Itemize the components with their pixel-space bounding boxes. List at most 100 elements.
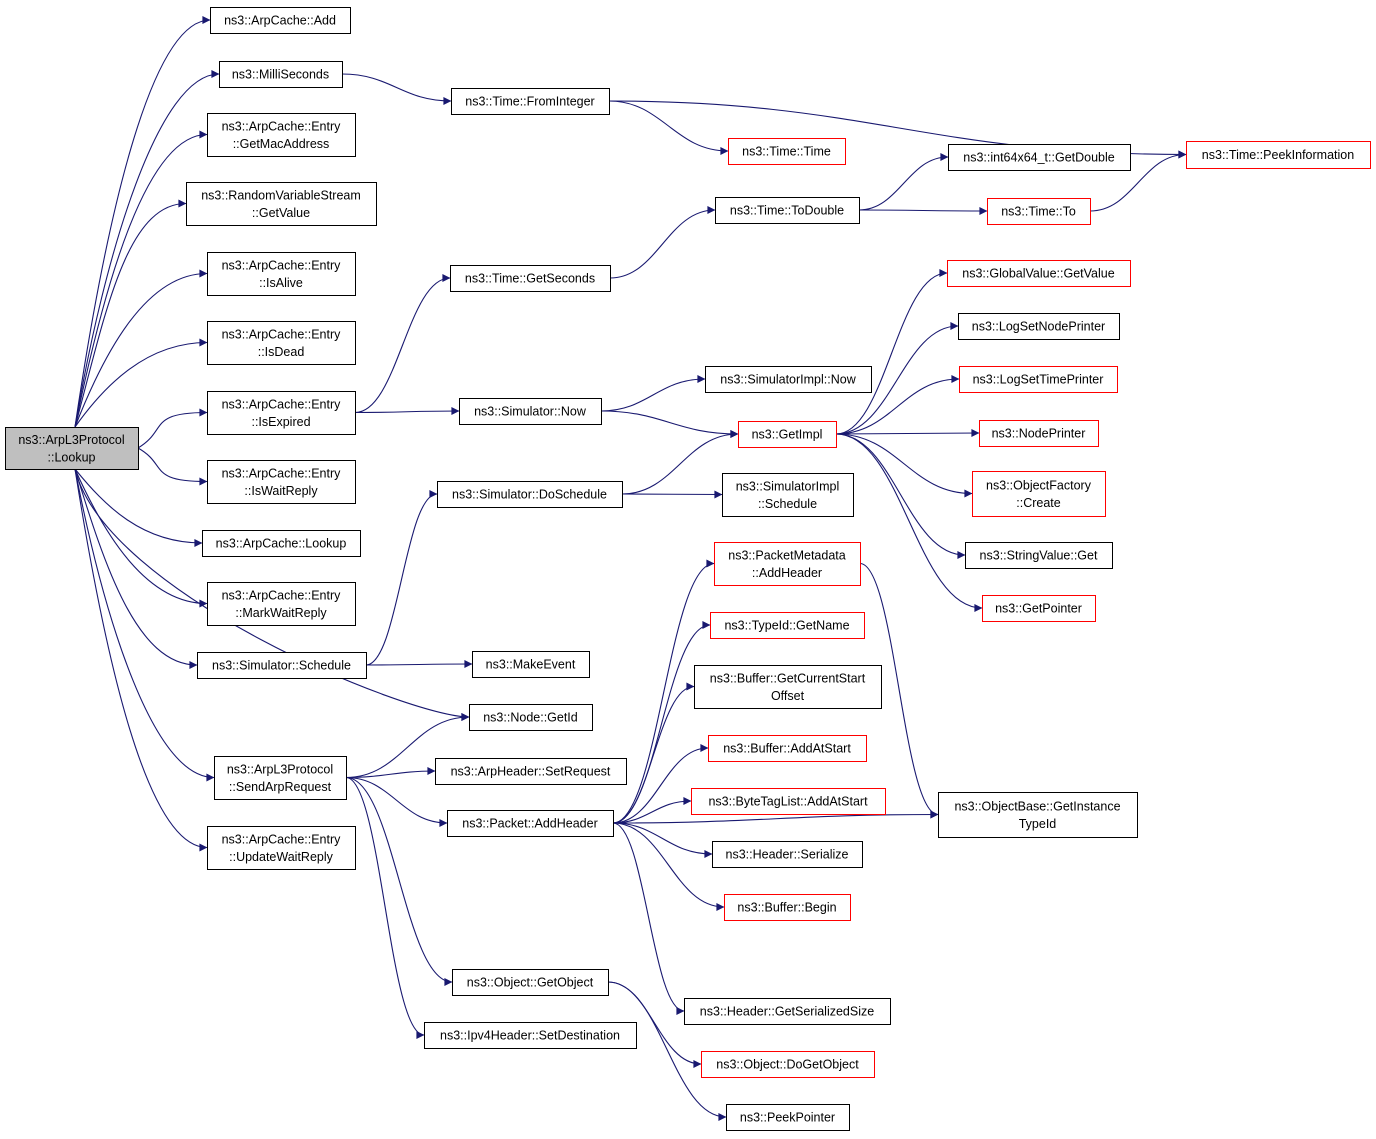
edge-packet-addheader-to-buffer-begin (612, 822, 725, 911)
edge-root-to-arpcache-lookup (74, 468, 203, 547)
node-sendarprequest[interactable]: ns3::ArpL3Protocol::SendArpRequest (214, 756, 347, 800)
node-isdead[interactable]: ns3::ArpCache::Entry::IsDead (207, 321, 356, 365)
node-label: ns3::ArpCache::Entry (222, 258, 342, 272)
node-label: ns3::Buffer::GetCurrentStart (710, 671, 866, 685)
node-arpcache-add[interactable]: ns3::ArpCache::Add (210, 7, 351, 34)
node-label: ns3::Buffer::AddAtStart (723, 742, 851, 756)
node-box (982, 595, 1096, 622)
node-sim-now[interactable]: ns3::Simulator::Now (459, 398, 602, 425)
node-label: ns3::MilliSeconds (232, 68, 329, 82)
node-root[interactable]: ns3::ArpL3Protocol::Lookup (5, 427, 139, 470)
node-globalvalue-getvalue[interactable]: ns3::GlobalValue::GetValue (947, 260, 1131, 287)
node-label: ::GetValue (252, 206, 310, 220)
node-sim-doschedule[interactable]: ns3::Simulator::DoSchedule (437, 481, 623, 508)
node-label: ns3::Buffer::Begin (737, 901, 836, 915)
node-arpheader-setrequest[interactable]: ns3::ArpHeader::SetRequest (435, 758, 627, 785)
node-label: ns3::NodePrinter (992, 427, 1086, 441)
node-box (207, 460, 356, 504)
node-iswaitreply[interactable]: ns3::ArpCache::Entry::IsWaitReply (207, 460, 356, 504)
edge-getimpl-to-objectfactory-create (835, 433, 973, 498)
node-object-dogetobject[interactable]: ns3::Object::DoGetObject (701, 1051, 875, 1078)
node-time-time[interactable]: ns3::Time::Time (728, 138, 846, 165)
node-label: ns3::ArpCache::Entry (222, 119, 342, 133)
node-label: ::UpdateWaitReply (229, 850, 333, 864)
node-buffer-addatstart[interactable]: ns3::Buffer::AddAtStart (708, 735, 867, 762)
edge-time-getseconds-to-time-todouble (609, 206, 716, 279)
node-updatewaitreply[interactable]: ns3::ArpCache::Entry::UpdateWaitReply (207, 826, 356, 870)
node-time-frominteger[interactable]: ns3::Time::FromInteger (451, 88, 610, 115)
node-box (472, 651, 590, 678)
node-box (435, 758, 627, 785)
node-time-todouble[interactable]: ns3::Time::ToDouble (715, 197, 860, 224)
node-time-peekinformation[interactable]: ns3::Time::PeekInformation (1186, 141, 1371, 169)
edge-root-to-markwaitreply (74, 468, 208, 608)
node-pm-addheader[interactable]: ns3::PacketMetadata::AddHeader (714, 542, 861, 586)
node-getpointer[interactable]: ns3::GetPointer (982, 595, 1096, 622)
node-label: ns3::int64x64_t::GetDouble (963, 151, 1115, 165)
node-box (938, 792, 1138, 838)
edge-root-to-iswaitreply (137, 447, 208, 486)
node-node-getid[interactable]: ns3::Node::GetId (469, 704, 593, 731)
node-label: ns3::Object::DoGetObject (716, 1058, 859, 1072)
node-time-getseconds[interactable]: ns3::Time::GetSeconds (450, 265, 611, 292)
edge-root-to-rvs-getvalue (74, 199, 187, 428)
node-simimpl-schedule[interactable]: ns3::SimulatorImpl::Schedule (722, 473, 854, 517)
node-makeevent[interactable]: ns3::MakeEvent (472, 651, 590, 678)
node-layer: ns3::ArpL3Protocol::Lookupns3::ArpCache:… (5, 7, 1371, 1131)
node-getmacaddress[interactable]: ns3::ArpCache::Entry::GetMacAddress (207, 113, 356, 157)
node-isexpired[interactable]: ns3::ArpCache::Entry::IsExpired (207, 391, 356, 435)
node-label: ns3::ByteTagList::AddAtStart (708, 795, 868, 809)
node-label: ns3::Header::GetSerializedSize (700, 1005, 874, 1019)
edge-sendarprequest-to-ipv4-setdestination (345, 776, 425, 1039)
node-time-to[interactable]: ns3::Time::To (987, 198, 1091, 225)
node-rvs-getvalue[interactable]: ns3::RandomVariableStream::GetValue (186, 182, 377, 226)
node-stringvalue-get[interactable]: ns3::StringValue::Get (965, 542, 1113, 569)
node-ipv4-setdestination[interactable]: ns3::Ipv4Header::SetDestination (424, 1022, 637, 1049)
node-label: ns3::LogSetNodePrinter (972, 320, 1105, 334)
node-label: ns3::Time::ToDouble (730, 204, 844, 218)
node-simimpl-now[interactable]: ns3::SimulatorImpl::Now (705, 366, 872, 393)
node-label: ns3::Simulator::Now (474, 405, 587, 419)
node-box (207, 252, 356, 296)
node-objectfactory-create[interactable]: ns3::ObjectFactory::Create (972, 471, 1106, 517)
node-markwaitreply[interactable]: ns3::ArpCache::Entry::MarkWaitReply (207, 582, 356, 626)
node-box (738, 421, 837, 448)
node-isalive[interactable]: ns3::ArpCache::Entry::IsAlive (207, 252, 356, 296)
node-label: ns3::SimulatorImpl::Now (720, 373, 856, 387)
node-label: ns3::Time::FromInteger (465, 95, 594, 109)
node-packet-addheader[interactable]: ns3::Packet::AddHeader (447, 810, 614, 837)
edge-getimpl-to-logsetnodeprinter (835, 322, 959, 435)
node-label: ns3::TypeId::GetName (724, 619, 849, 633)
node-nodeprinter[interactable]: ns3::NodePrinter (979, 420, 1099, 447)
node-getimpl[interactable]: ns3::GetImpl (738, 421, 837, 448)
node-logsettimeprinter[interactable]: ns3::LogSetTimePrinter (959, 366, 1118, 393)
node-milliseconds[interactable]: ns3::MilliSeconds (219, 61, 343, 88)
node-object-getobject[interactable]: ns3::Object::GetObject (452, 969, 609, 996)
node-box (701, 1051, 875, 1078)
node-buffer-begin[interactable]: ns3::Buffer::Begin (724, 894, 851, 921)
node-box (958, 313, 1120, 340)
node-box (715, 197, 860, 224)
node-box (979, 420, 1099, 447)
edge-root-to-milliseconds (74, 70, 220, 428)
node-header-serialize[interactable]: ns3::Header::Serialize (712, 841, 863, 868)
node-label: ns3::PacketMetadata (728, 548, 845, 562)
node-sim-schedule[interactable]: ns3::Simulator::Schedule (197, 652, 367, 679)
node-int64-getdouble[interactable]: ns3::int64x64_t::GetDouble (948, 144, 1131, 171)
edge-root-to-node-getid (74, 468, 470, 721)
node-label: ::GetMacAddress (233, 137, 330, 151)
node-box (691, 788, 886, 815)
node-peekpointer[interactable]: ns3::PeekPointer (726, 1104, 850, 1131)
edge-packet-addheader-to-buffer-addatstart (612, 744, 709, 824)
node-arpcache-lookup[interactable]: ns3::ArpCache::Lookup (202, 530, 361, 557)
node-logsetnodeprinter[interactable]: ns3::LogSetNodePrinter (958, 313, 1120, 340)
node-label: ns3::GlobalValue::GetValue (962, 267, 1114, 281)
edge-time-todouble-to-int64-getdouble (858, 153, 949, 211)
node-label: ::Create (1016, 496, 1061, 510)
node-bytetaglist-addatstart[interactable]: ns3::ByteTagList::AddAtStart (691, 788, 886, 815)
node-typeid-getname[interactable]: ns3::TypeId::GetName (710, 612, 865, 639)
edge-isexpired-to-time-getseconds (354, 274, 451, 414)
node-header-getserializedsize[interactable]: ns3::Header::GetSerializedSize (684, 998, 891, 1025)
